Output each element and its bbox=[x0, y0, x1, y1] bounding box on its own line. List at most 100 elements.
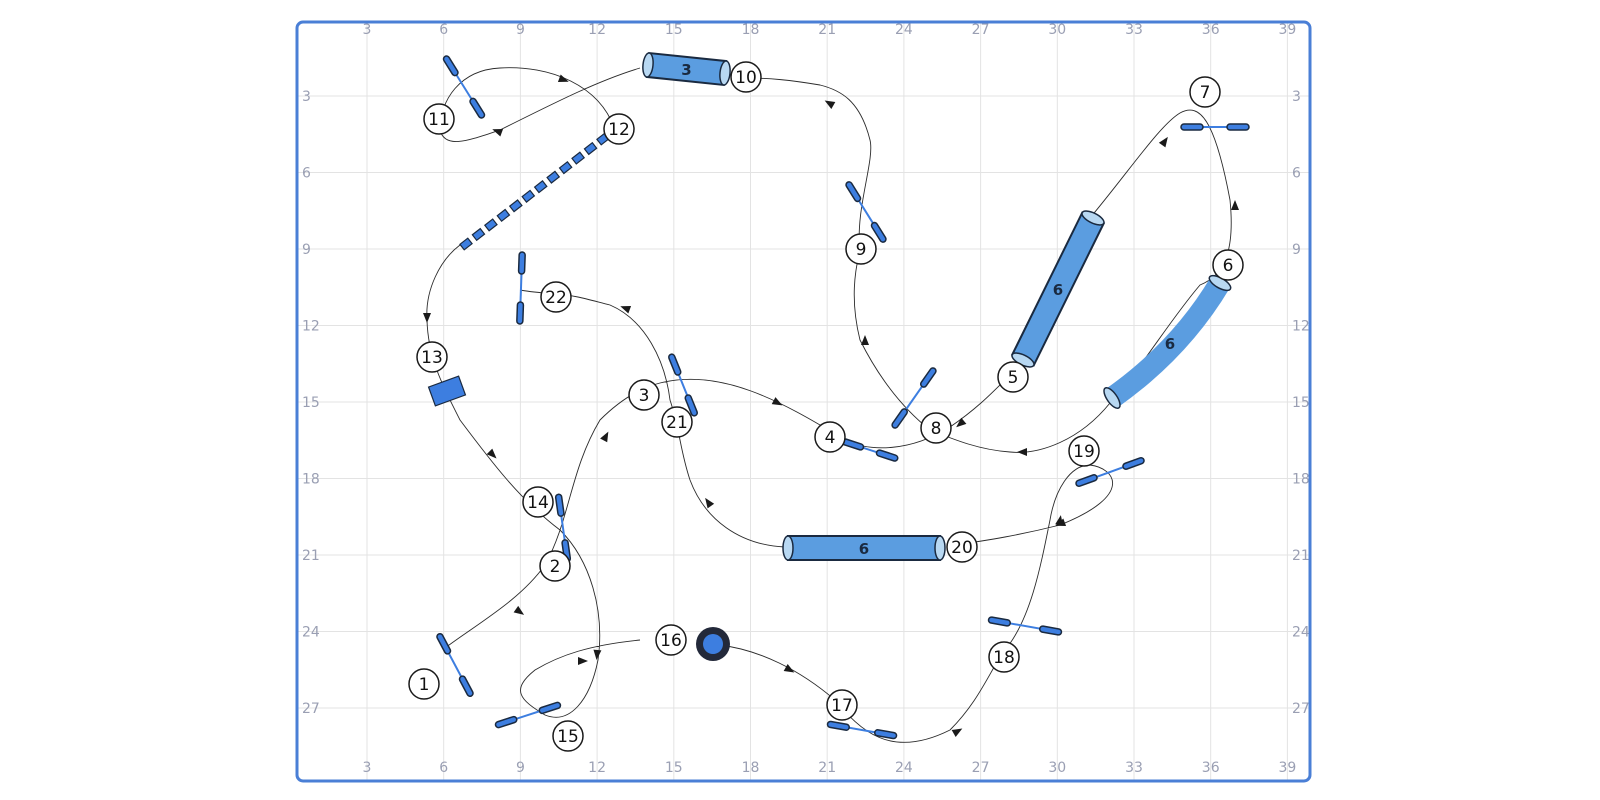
direction-arrow bbox=[492, 128, 504, 137]
tunnel: 3 bbox=[642, 51, 731, 87]
number-label: 16 bbox=[660, 631, 682, 651]
jump-wing bbox=[1122, 456, 1145, 470]
jump-wing bbox=[436, 632, 452, 655]
direction-arrow bbox=[951, 728, 963, 737]
number-circle bbox=[920, 412, 952, 444]
x-tick-label-bottom: 9 bbox=[516, 760, 525, 776]
jump-wing bbox=[874, 729, 898, 740]
x-tick-label-bottom: 6 bbox=[439, 760, 448, 776]
y-tick-label-left: 24 bbox=[302, 625, 320, 641]
y-tick-label-left: 18 bbox=[302, 472, 320, 488]
obstacle-number-10: 10 bbox=[730, 61, 762, 93]
tunnel-length-label: 6 bbox=[1165, 335, 1175, 353]
tunnel-length-label: 6 bbox=[1053, 281, 1063, 299]
x-tick-label-top: 12 bbox=[588, 22, 606, 38]
number-label: 14 bbox=[527, 493, 549, 513]
jump bbox=[436, 632, 474, 698]
number-circle bbox=[997, 361, 1029, 393]
number-circle bbox=[1068, 435, 1100, 467]
number-label: 13 bbox=[421, 348, 443, 368]
x-tick-label-top: 15 bbox=[665, 22, 683, 38]
y-tick-label-right: 6 bbox=[1292, 166, 1301, 182]
x-tick-label-top: 33 bbox=[1125, 22, 1143, 38]
obstacle-number-2: 2 bbox=[539, 550, 571, 582]
tunnel-length-label: 3 bbox=[681, 61, 691, 79]
obstacle-number-19: 19 bbox=[1068, 435, 1100, 467]
obstacle-number-14: 14 bbox=[522, 486, 554, 518]
jump bbox=[1075, 456, 1145, 488]
y-tick-label-left: 9 bbox=[302, 242, 311, 258]
pause-table bbox=[427, 375, 467, 407]
number-circle bbox=[730, 61, 762, 93]
x-tick-label-bottom: 39 bbox=[1278, 760, 1296, 776]
jump-wing bbox=[1180, 123, 1204, 131]
weave-poles bbox=[459, 132, 610, 251]
tunnel-opening bbox=[1081, 210, 1105, 226]
tire-center bbox=[703, 634, 723, 654]
number-circle bbox=[423, 103, 455, 135]
jump-wing bbox=[442, 55, 459, 77]
tunnel-body bbox=[1105, 277, 1230, 407]
weave-pole bbox=[496, 208, 511, 223]
x-tick-label-bottom: 12 bbox=[588, 760, 606, 776]
y-tick-label-left: 12 bbox=[302, 319, 320, 335]
direction-arrow bbox=[578, 657, 588, 665]
number-label: 1 bbox=[419, 675, 430, 695]
jump-wing bbox=[494, 715, 518, 729]
jump-wing bbox=[826, 720, 850, 731]
number-circle bbox=[845, 233, 877, 265]
jump-wing bbox=[870, 221, 887, 243]
number-circle bbox=[814, 421, 846, 453]
jump-wing bbox=[987, 616, 1012, 627]
number-label: 17 bbox=[831, 696, 853, 716]
y-tick-label-right: 21 bbox=[1292, 548, 1310, 564]
tunnel: 6 bbox=[782, 535, 946, 561]
y-tick-label-right: 18 bbox=[1292, 472, 1310, 488]
number-circle bbox=[826, 689, 858, 721]
x-tick-label-bottom: 36 bbox=[1202, 760, 1220, 776]
number-circle bbox=[540, 281, 572, 313]
number-circle bbox=[416, 341, 448, 373]
y-tick-label-left: 27 bbox=[302, 701, 320, 717]
obstacle-number-21: 21 bbox=[661, 406, 693, 438]
direction-arrow bbox=[513, 605, 525, 615]
obstacle-number-1: 1 bbox=[408, 668, 440, 700]
y-tick-label-right: 24 bbox=[1292, 625, 1310, 641]
x-tick-label-bottom: 15 bbox=[665, 760, 683, 776]
direction-arrow bbox=[783, 664, 795, 673]
tunnel-opening bbox=[719, 60, 731, 86]
axis-ticks: 3366991212151518182121242427273030333336… bbox=[302, 22, 1310, 776]
jump bbox=[494, 701, 562, 729]
tunnel-opening bbox=[934, 535, 946, 561]
direction-arrow bbox=[486, 448, 497, 459]
obstacle-number-18: 18 bbox=[988, 641, 1020, 673]
weave-pole bbox=[571, 151, 586, 165]
y-tick-label-left: 6 bbox=[302, 166, 311, 182]
number-circle bbox=[1189, 76, 1221, 108]
jump-wing bbox=[845, 181, 862, 203]
number-circle bbox=[539, 550, 571, 582]
direction-arrow bbox=[600, 431, 609, 443]
x-tick-label-bottom: 33 bbox=[1125, 760, 1143, 776]
number-label: 10 bbox=[735, 68, 757, 88]
y-tick-label-right: 9 bbox=[1292, 242, 1301, 258]
x-tick-label-bottom: 21 bbox=[818, 760, 836, 776]
x-tick-label-bottom: 27 bbox=[972, 760, 990, 776]
obstacle-number-20: 20 bbox=[946, 531, 978, 563]
jump bbox=[554, 493, 572, 563]
direction-arrow bbox=[620, 305, 632, 314]
obstacle-number-22: 22 bbox=[540, 281, 572, 313]
number-label: 11 bbox=[428, 110, 450, 130]
number-circle bbox=[655, 624, 687, 656]
number-label: 18 bbox=[993, 648, 1015, 668]
weave-pole bbox=[483, 218, 498, 232]
number-label: 22 bbox=[545, 288, 567, 308]
jump-wing bbox=[1226, 123, 1250, 131]
grid bbox=[297, 22, 1310, 781]
tunnel-curved: 6 bbox=[1103, 274, 1232, 409]
direction-arrow bbox=[1158, 136, 1168, 148]
x-tick-label-bottom: 24 bbox=[895, 760, 913, 776]
y-tick-label-left: 3 bbox=[302, 89, 311, 105]
weave-pole bbox=[521, 189, 536, 203]
jump-wing bbox=[891, 408, 908, 429]
